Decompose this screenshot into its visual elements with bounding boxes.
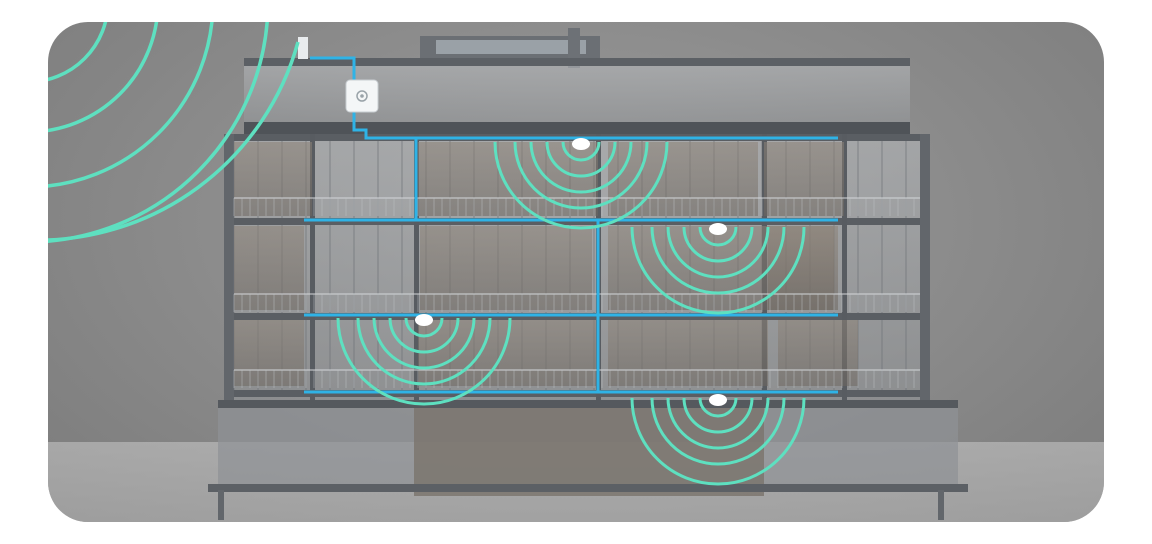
- building-network-illustration: [48, 22, 1104, 522]
- room: [418, 320, 596, 386]
- router-wave-arc: [48, 22, 108, 82]
- access-point-body: [572, 138, 590, 150]
- room: [764, 142, 844, 216]
- room: [234, 320, 304, 386]
- router-wave-arc: [48, 22, 158, 132]
- access-point-body: [709, 394, 727, 406]
- room: [234, 226, 304, 310]
- room: [608, 320, 768, 386]
- room: [234, 142, 312, 216]
- roof: [244, 28, 910, 134]
- access-point-body: [415, 314, 433, 326]
- access-point-body: [709, 223, 727, 235]
- room: [418, 142, 598, 216]
- router-wave-arc: [48, 22, 213, 187]
- router-icon: [346, 80, 378, 112]
- building-cutaway-scene: [48, 22, 1104, 522]
